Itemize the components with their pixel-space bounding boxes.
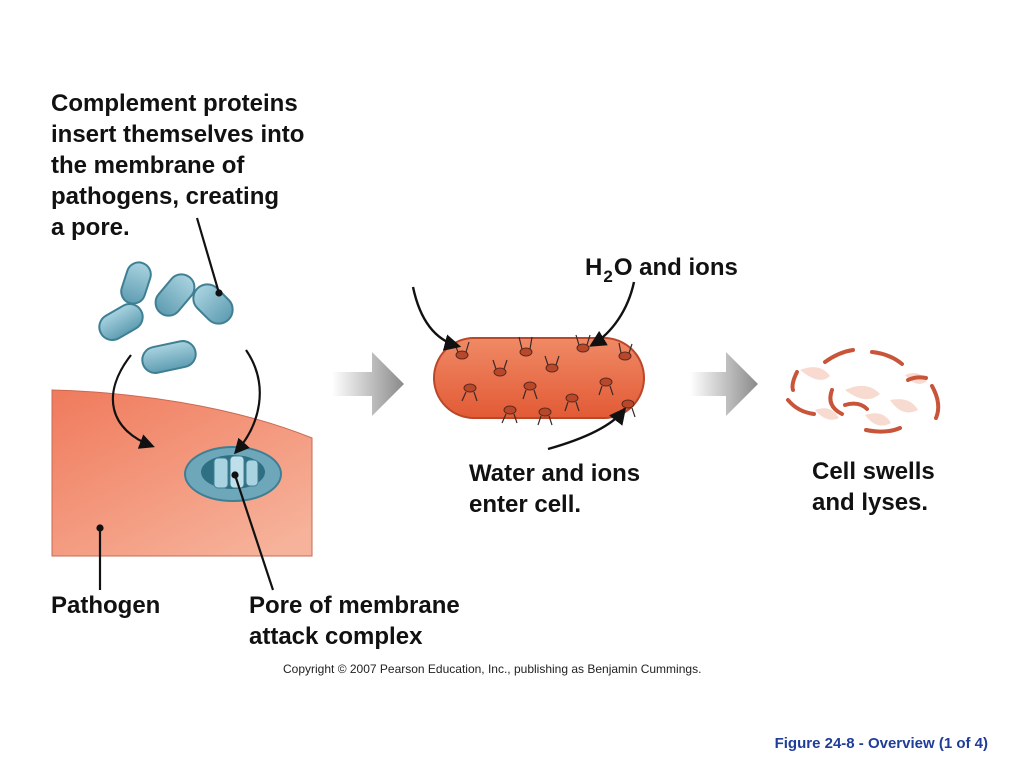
h2o-prefix: H: [585, 254, 603, 281]
process-arrow-icon: [332, 352, 404, 416]
h2o-subscript: 2: [603, 267, 613, 286]
lysed-cell-fragment-icon: [786, 348, 941, 434]
insert-arrow-right: [233, 349, 261, 455]
copyright-notice: Copyright © 2007 Pearson Education, Inc.…: [283, 662, 702, 676]
h2o-suffix: O and ions: [613, 254, 738, 281]
water-enter-arrow: [547, 407, 627, 451]
cell-swells-label: Cell swells and lyses.: [812, 458, 935, 516]
complement-leader-line: [195, 217, 221, 294]
insert-arrow-left: [111, 354, 155, 449]
process-arrow-icon: [690, 352, 758, 416]
complement-proteins-label: Complement proteins insert themselves in…: [51, 90, 305, 241]
pore-label: Pore of membrane attack complex: [249, 592, 460, 650]
pore-leader-line: [233, 474, 275, 591]
pathogen-label: Pathogen: [51, 592, 161, 619]
figure-caption: Figure 24-8 - Overview (1 of 4): [774, 735, 988, 752]
complement-protein-icon: [98, 261, 234, 374]
water-ions-enter-label: Water and ions enter cell.: [469, 460, 641, 518]
h2o-ions-label: H2O and ions: [585, 252, 738, 286]
swelling-cell: [433, 334, 645, 426]
h2o-arrow: [589, 281, 636, 347]
water-in-arrow: [411, 286, 462, 351]
